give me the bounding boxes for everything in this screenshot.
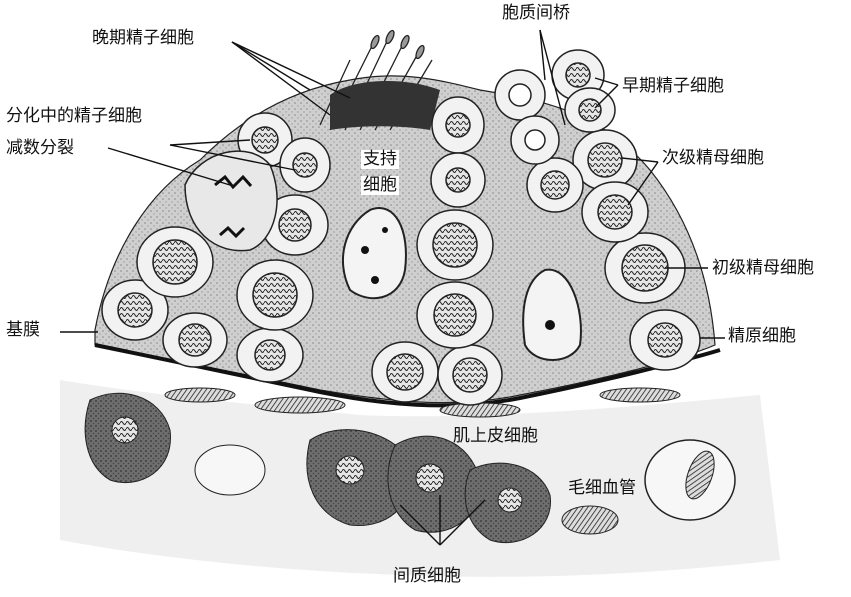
- label-early-spermatids: 早期精子细胞: [622, 78, 724, 95]
- label-interstitial-cells: 间质细胞: [393, 568, 461, 585]
- label-intercellular-bridge: 胞质间桥: [502, 5, 570, 22]
- label-secondary-spermatocytes: 次级精母细胞: [662, 150, 764, 167]
- label-sertoli-line1: 支持: [361, 150, 399, 169]
- label-spermatogonia: 精原细胞: [728, 328, 796, 345]
- label-capillary: 毛细血管: [568, 480, 636, 497]
- label-differentiating-spermatids: 分化中的精子细胞: [6, 108, 142, 125]
- label-primary-spermatocytes: 初级精母细胞: [712, 260, 814, 277]
- label-meiosis: 减数分裂: [6, 140, 74, 157]
- label-late-spermatids: 晚期精子细胞: [92, 30, 194, 47]
- label-basement-membrane: 基膜: [6, 322, 40, 339]
- label-sertoli-line2: 细胞: [361, 176, 399, 195]
- label-myoid-cells: 肌上皮细胞: [453, 428, 538, 445]
